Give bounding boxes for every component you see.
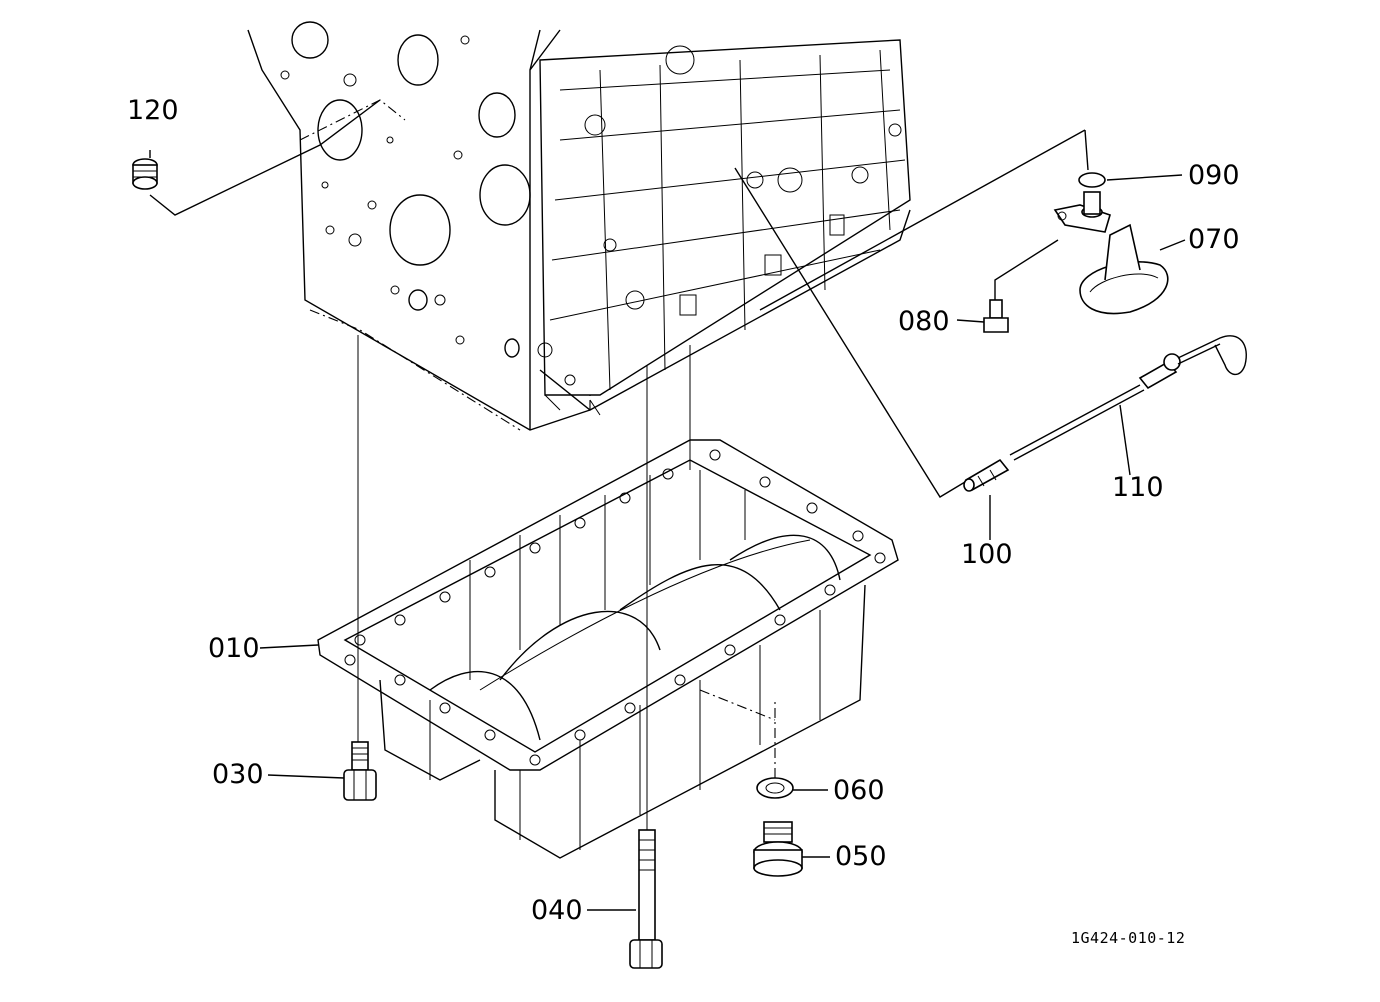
label-090: 090 — [1188, 160, 1240, 191]
label-120: 120 — [127, 95, 179, 126]
bolt-040 — [629, 829, 663, 969]
gasket-060 — [756, 777, 794, 799]
bolt-030 — [343, 741, 377, 801]
label-010: 010 — [208, 633, 260, 664]
dipstick-110 — [1009, 335, 1247, 461]
drain-plug-050 — [753, 821, 803, 877]
leader-lines — [149, 99, 1186, 911]
plug-120 — [132, 158, 158, 190]
label-040: 040 — [531, 895, 583, 926]
oil-pan — [317, 439, 899, 859]
dipstick-guide-100 — [963, 458, 1010, 492]
label-050: 050 — [835, 841, 887, 872]
label-100: 100 — [961, 539, 1013, 570]
label-030: 030 — [212, 759, 264, 790]
drawing-code: 1G424-010-12 — [1071, 929, 1186, 947]
label-080: 080 — [898, 306, 950, 337]
label-060: 060 — [833, 775, 885, 806]
engine-block — [247, 21, 911, 431]
label-110: 110 — [1112, 472, 1164, 503]
bolt-080 — [983, 299, 1009, 333]
label-070: 070 — [1188, 224, 1240, 255]
oil-strainer-070 — [1053, 191, 1169, 315]
o-ring-090 — [1078, 172, 1106, 188]
